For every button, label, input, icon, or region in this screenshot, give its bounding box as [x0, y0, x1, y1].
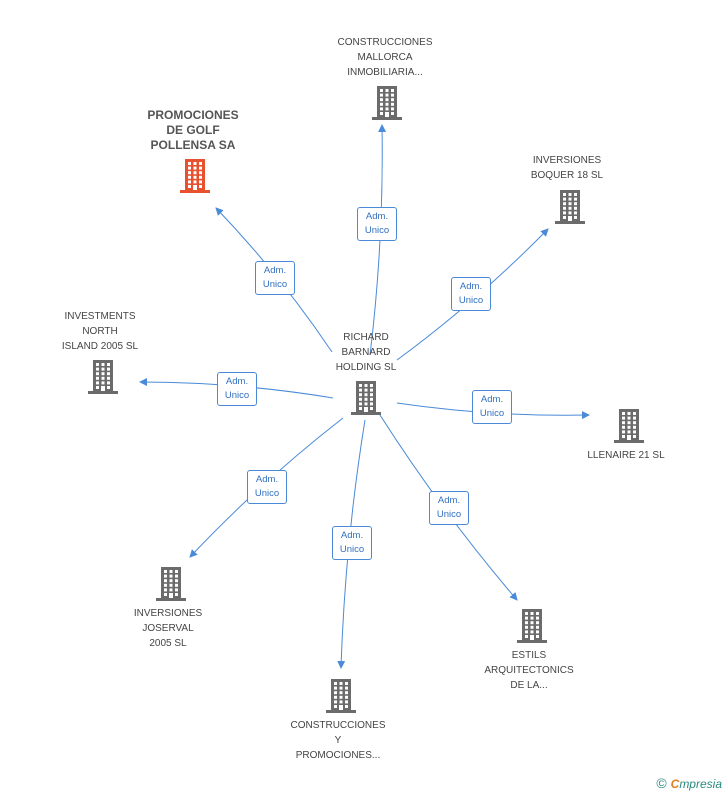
- building-icon[interactable]: [326, 679, 356, 718]
- building-glyph: [180, 159, 210, 193]
- building-glyph: [326, 679, 356, 713]
- building-glyph: [156, 567, 186, 601]
- footer-brand: ©Cmpresia: [656, 775, 722, 791]
- building-icon[interactable]: [351, 381, 381, 420]
- node-label[interactable]: CONSTRUCCIONES MALLORCA INMOBILIARIA...: [337, 37, 433, 78]
- edge-role-badge[interactable]: Adm. Unico: [357, 207, 397, 241]
- node-label[interactable]: CONSTRUCCIONES Y PROMOCIONES...: [290, 720, 386, 761]
- node-label[interactable]: RICHARD BARNARD HOLDING SL: [335, 332, 397, 373]
- building-glyph: [517, 609, 547, 643]
- node-label[interactable]: INVESTMENTS NORTH ISLAND 2005 SL: [61, 311, 139, 352]
- building-icon[interactable]: [614, 409, 644, 448]
- edge-role-badge[interactable]: Adm. Unico: [247, 470, 287, 504]
- brand-initial: C: [670, 777, 680, 791]
- building-icon[interactable]: [517, 609, 547, 648]
- building-icon[interactable]: [372, 86, 402, 125]
- edge-role-badge[interactable]: Adm. Unico: [255, 261, 295, 295]
- building-icon[interactable]: [555, 190, 585, 229]
- edge-role-badge[interactable]: Adm. Unico: [451, 277, 491, 311]
- building-glyph: [614, 409, 644, 443]
- node-label[interactable]: LLENAIRE 21 SL: [587, 450, 665, 461]
- edge-role-badge[interactable]: Adm. Unico: [472, 390, 512, 424]
- copyright-icon: ©: [656, 775, 667, 791]
- building-icon[interactable]: [180, 159, 210, 198]
- building-glyph: [88, 360, 118, 394]
- edge-role-badge[interactable]: Adm. Unico: [429, 491, 469, 525]
- node-label[interactable]: INVERSIONES BOQUER 18 SL: [530, 155, 604, 181]
- edge-role-badge[interactable]: Adm. Unico: [217, 372, 257, 406]
- building-glyph: [372, 86, 402, 120]
- building-glyph: [555, 190, 585, 224]
- building-icon[interactable]: [88, 360, 118, 399]
- building-glyph: [351, 381, 381, 415]
- node-label[interactable]: PROMOCIONES DE GOLF POLLENSA SA: [147, 108, 239, 152]
- brand-name: mpresia: [679, 777, 722, 791]
- building-icon[interactable]: [156, 567, 186, 606]
- node-label[interactable]: INVERSIONES JOSERVAL 2005 SL: [133, 608, 203, 649]
- node-label[interactable]: ESTILS ARQUITECTONICS DE LA...: [484, 650, 574, 691]
- edge-role-badge[interactable]: Adm. Unico: [332, 526, 372, 560]
